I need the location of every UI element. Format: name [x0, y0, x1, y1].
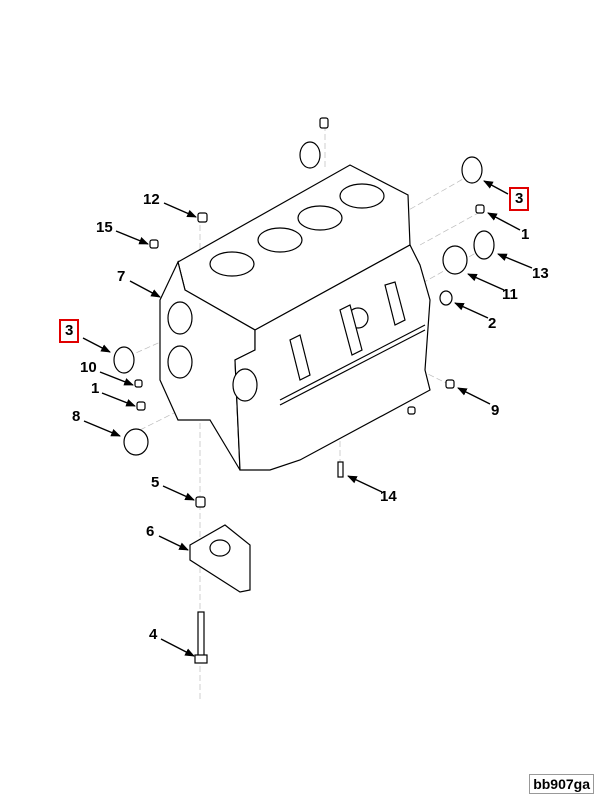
callout-8[interactable]: 8: [72, 408, 81, 425]
part-ring-top: [299, 141, 321, 169]
figure-code: bb907ga: [529, 774, 594, 794]
callout-1-left[interactable]: 1: [91, 380, 100, 397]
callout-12[interactable]: 12: [143, 191, 160, 208]
callout-10[interactable]: 10: [80, 359, 97, 376]
engine-block: [113, 117, 495, 664]
callout-9[interactable]: 9: [491, 402, 500, 419]
callout-4[interactable]: 4: [149, 626, 158, 643]
callout-11[interactable]: 11: [502, 286, 518, 303]
callout-3-boxed-left[interactable]: 3: [59, 319, 80, 343]
callout-arrows: [82, 180, 533, 657]
callout-13[interactable]: 13: [532, 265, 549, 282]
callout-14[interactable]: 14: [380, 488, 397, 505]
callout-1-right[interactable]: 1: [521, 226, 530, 243]
callout-15[interactable]: 15: [96, 219, 113, 236]
callout-3-boxed-right[interactable]: 3: [509, 187, 530, 211]
callout-2[interactable]: 2: [488, 315, 497, 332]
callout-7[interactable]: 7: [117, 268, 126, 285]
callout-6[interactable]: 6: [146, 523, 155, 540]
callout-5[interactable]: 5: [151, 474, 160, 491]
